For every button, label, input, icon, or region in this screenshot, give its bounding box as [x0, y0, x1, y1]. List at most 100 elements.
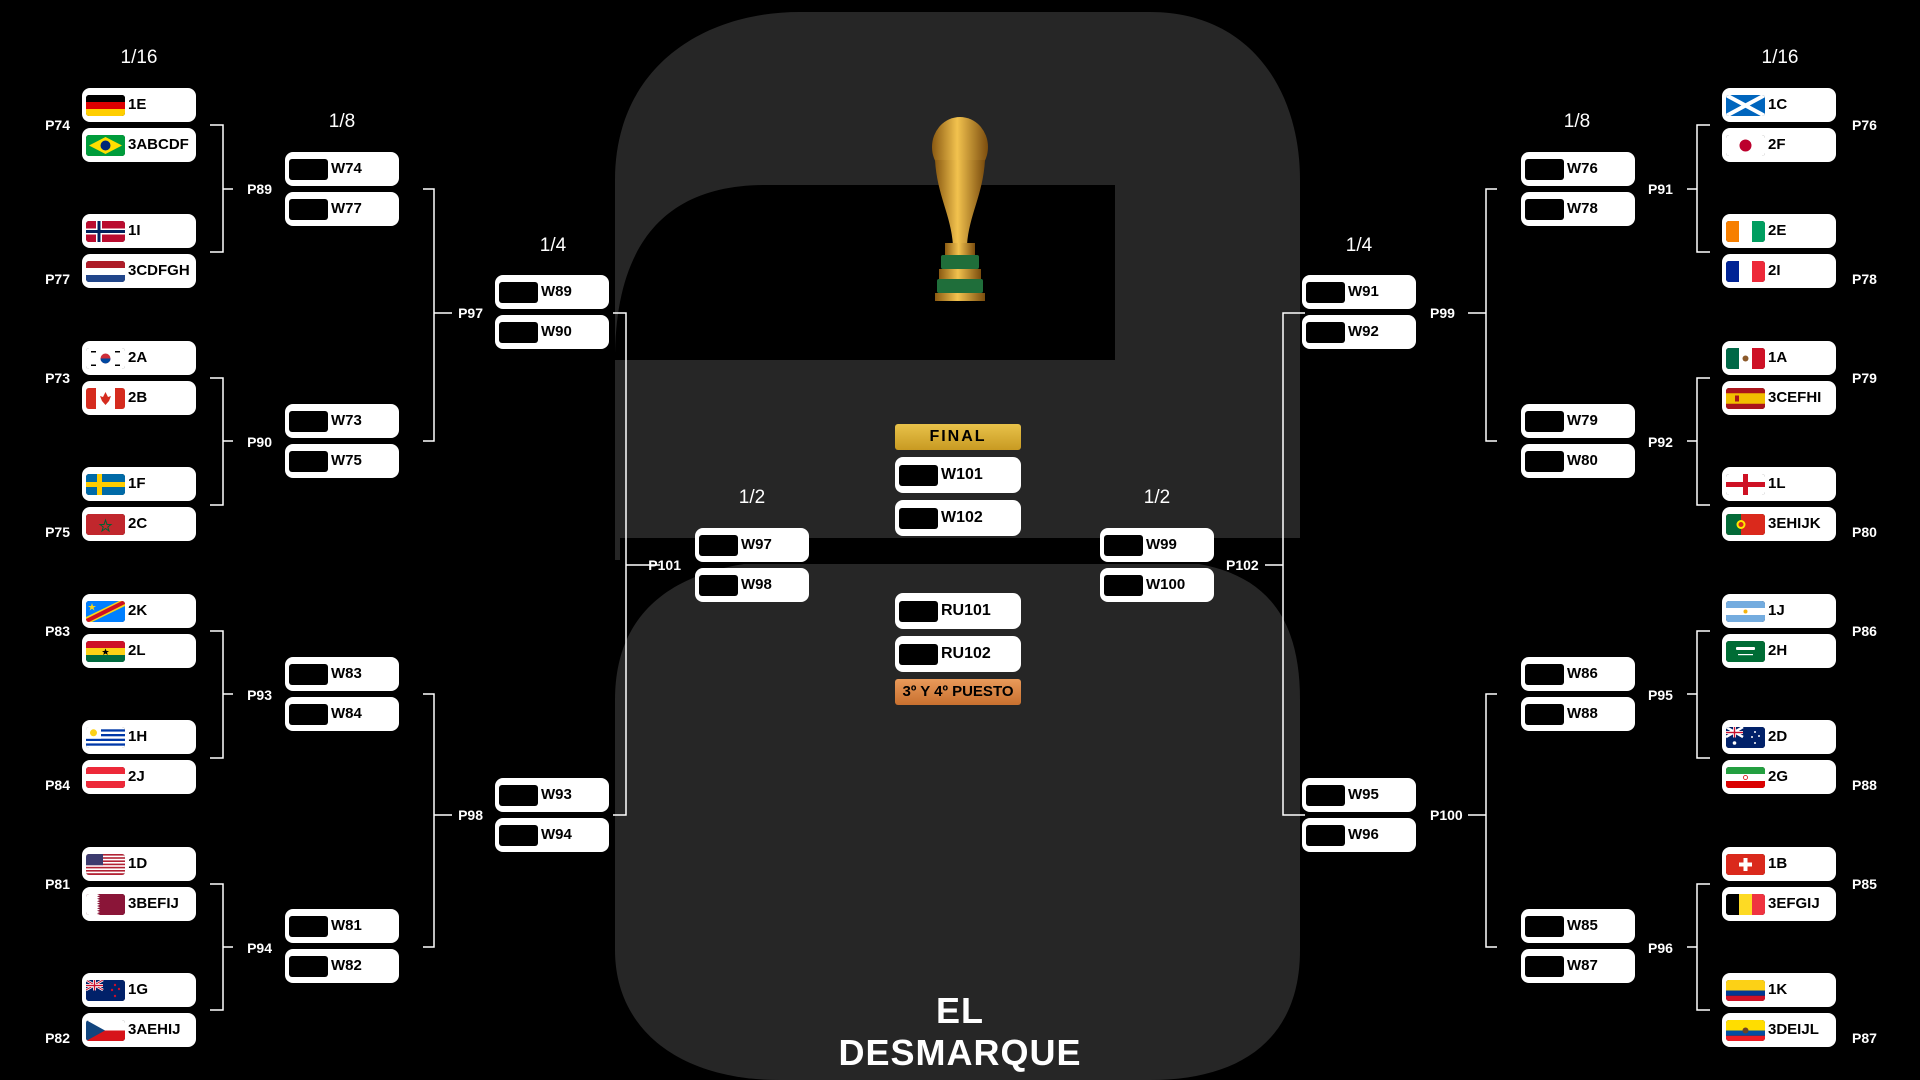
team-slot: 2K: [82, 594, 196, 628]
match-label: P85: [1852, 876, 1877, 892]
third-place-slot: RU102: [895, 636, 1021, 672]
team-slot: 1K: [1722, 973, 1836, 1007]
placeholder-flag-icon: [289, 956, 328, 977]
slot-code: 3ABCDF: [128, 136, 189, 153]
final-slot: W101: [895, 457, 1021, 493]
final-badge: FINAL: [895, 424, 1021, 450]
england-flag-icon: [1726, 474, 1765, 495]
match-label: P101: [648, 557, 681, 573]
argentina-flag-icon: [1726, 601, 1765, 622]
team-slot: 1H: [82, 720, 196, 754]
belgium-flag-icon: [1726, 894, 1765, 915]
placeholder-flag-icon: [1525, 956, 1564, 977]
slot-code: W93: [541, 786, 572, 803]
winner-slot: W90: [495, 315, 609, 349]
placeholder-flag-icon: [289, 916, 328, 937]
match-label: P76: [1852, 117, 1877, 133]
team-slot: 2F: [1722, 128, 1836, 162]
qatar-flag-icon: [86, 894, 125, 915]
winner-slot: W91: [1302, 275, 1416, 309]
match-label: P97: [458, 305, 483, 321]
placeholder-flag-icon: [699, 575, 738, 596]
match-label: P90: [247, 434, 272, 450]
round-label-r4-right: 1/4: [1345, 235, 1373, 256]
winner-slot: W76: [1521, 152, 1635, 186]
placeholder-flag-icon: [1104, 535, 1143, 556]
australia-flag-icon: [1726, 727, 1765, 748]
slot-code: W98: [741, 576, 772, 593]
placeholder-flag-icon: [899, 601, 938, 622]
world-cup-trophy-icon: [932, 117, 988, 301]
mexico-flag-icon: [1726, 348, 1765, 369]
round-label-semi-right: 1/2: [1143, 487, 1171, 508]
match-label: P79: [1852, 370, 1877, 386]
match-label: P81: [45, 876, 70, 892]
slot-code: W85: [1567, 917, 1598, 934]
slot-code: W74: [331, 160, 362, 177]
slot-code: 2E: [1768, 222, 1787, 239]
slot-code: W87: [1567, 957, 1598, 974]
team-slot: 3CEFHI: [1722, 381, 1836, 415]
slot-code: 1K: [1768, 981, 1788, 998]
placeholder-flag-icon: [499, 282, 538, 303]
slot-code: W76: [1567, 160, 1598, 177]
winner-slot: W85: [1521, 909, 1635, 943]
slot-code: 2J: [128, 768, 145, 785]
third-place-badge: 3º Y 4º PUESTO: [895, 679, 1021, 705]
winner-slot: W75: [285, 444, 399, 478]
portugal-flag-icon: [1726, 514, 1765, 535]
match-label: P99: [1430, 305, 1455, 321]
placeholder-flag-icon: [899, 644, 938, 665]
team-slot: 1E: [82, 88, 196, 122]
match-label: P102: [1226, 557, 1259, 573]
morocco-flag-icon: [86, 514, 125, 535]
slot-code: W91: [1348, 283, 1379, 300]
placeholder-flag-icon: [1306, 282, 1345, 303]
winner-slot: W82: [285, 949, 399, 983]
match-label: P77: [45, 271, 70, 287]
slot-code: 2A: [128, 349, 148, 366]
team-slot: 2D: [1722, 720, 1836, 754]
team-slot: 1B: [1722, 847, 1836, 881]
slot-code: 2D: [1768, 728, 1788, 745]
placeholder-flag-icon: [1104, 575, 1143, 596]
winner-slot: W89: [495, 275, 609, 309]
match-label: P83: [45, 623, 70, 639]
slot-code: 1I: [128, 222, 141, 239]
match-label: P89: [247, 181, 272, 197]
slot-code: 2K: [128, 602, 148, 619]
team-slot: 1A: [1722, 341, 1836, 375]
winner-slot: W73: [285, 404, 399, 438]
slot-code: W79: [1567, 412, 1598, 429]
winner-slot: W80: [1521, 444, 1635, 478]
round-label-r4-left: 1/4: [539, 235, 567, 256]
slot-code: W94: [541, 826, 572, 843]
slot-code: 3CDFGH: [128, 262, 190, 279]
placeholder-flag-icon: [1306, 322, 1345, 343]
round-label-r8-right: 1/8: [1563, 111, 1591, 132]
slot-code: W100: [1146, 576, 1186, 593]
slot-code: W90: [541, 323, 572, 340]
winner-slot: W79: [1521, 404, 1635, 438]
slot-code: 1G: [128, 981, 149, 998]
placeholder-flag-icon: [1525, 664, 1564, 685]
slot-code: 1D: [128, 855, 148, 872]
team-slot: 3CDFGH: [82, 254, 196, 288]
match-label: P87: [1852, 1030, 1877, 1046]
winner-slot: W100: [1100, 568, 1214, 602]
placeholder-flag-icon: [289, 411, 328, 432]
slot-code: 1B: [1768, 855, 1788, 872]
match-label: P82: [45, 1030, 70, 1046]
team-slot: 3BEFIJ: [82, 887, 196, 921]
match-label: P96: [1648, 940, 1673, 956]
slot-code: 2H: [1768, 642, 1788, 659]
slot-code: 3AEHIJ: [128, 1021, 181, 1038]
match-label: P100: [1430, 807, 1463, 823]
match-label: P75: [45, 524, 70, 540]
slot-code: 2B: [128, 389, 148, 406]
slot-code: W95: [1348, 786, 1379, 803]
team-slot: 1D: [82, 847, 196, 881]
brazil-flag-icon: [86, 135, 125, 156]
slot-code: W89: [541, 283, 572, 300]
